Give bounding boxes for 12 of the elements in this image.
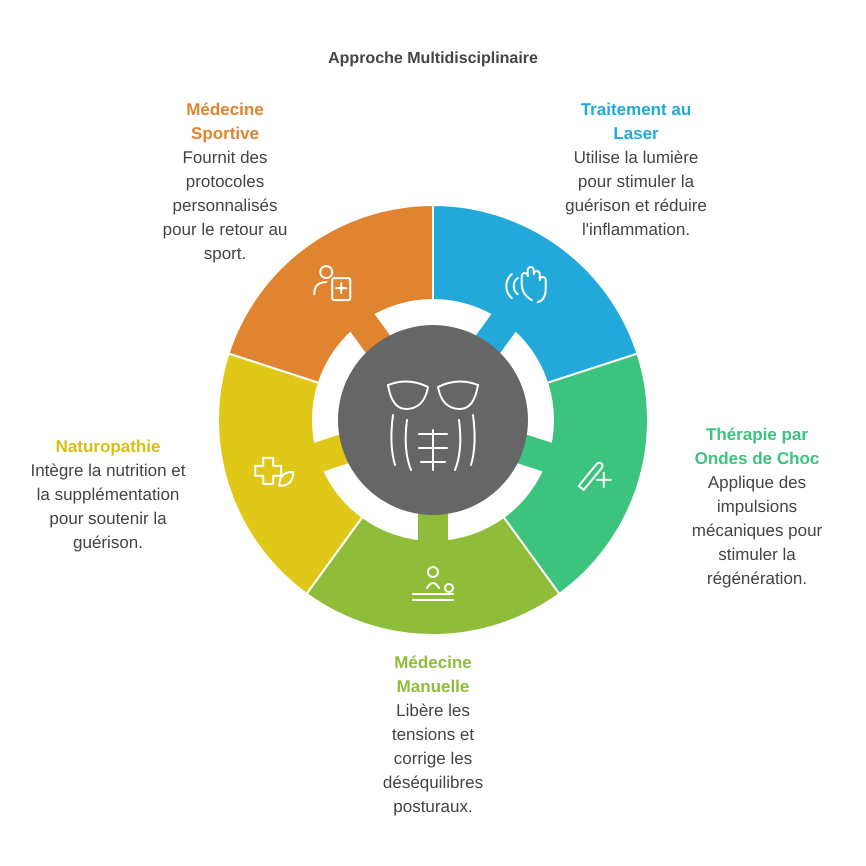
segment-heading: Thérapie par Ondes de Choc — [694, 424, 820, 470]
center-circle — [338, 325, 528, 515]
segment-heading: Médecine Manuelle — [393, 652, 473, 698]
diagram-title: Approche Multidisciplinaire — [327, 50, 539, 68]
segment-heading: Médecine Sportive — [185, 99, 265, 145]
segment-heading: Naturopathie — [54, 436, 162, 458]
segment-description: Fournit des protocoles personnalisés pour le retour au sport. — [162, 147, 288, 265]
segment-description: Utilise la lumière pour stimuler la guérison et réduire l'inflammation. — [564, 147, 708, 241]
segment-heading: Traitement au Laser — [580, 99, 692, 145]
segment-description: Intègre la nutrition et la supplémentation pour soutenir la guérison. — [30, 460, 186, 554]
segment-description: Applique des impulsions mécaniques pour stimuler la régénération. — [690, 472, 824, 590]
segment-description: Libère les tensions et corrige les déséquilibres posturaux. — [382, 700, 484, 818]
